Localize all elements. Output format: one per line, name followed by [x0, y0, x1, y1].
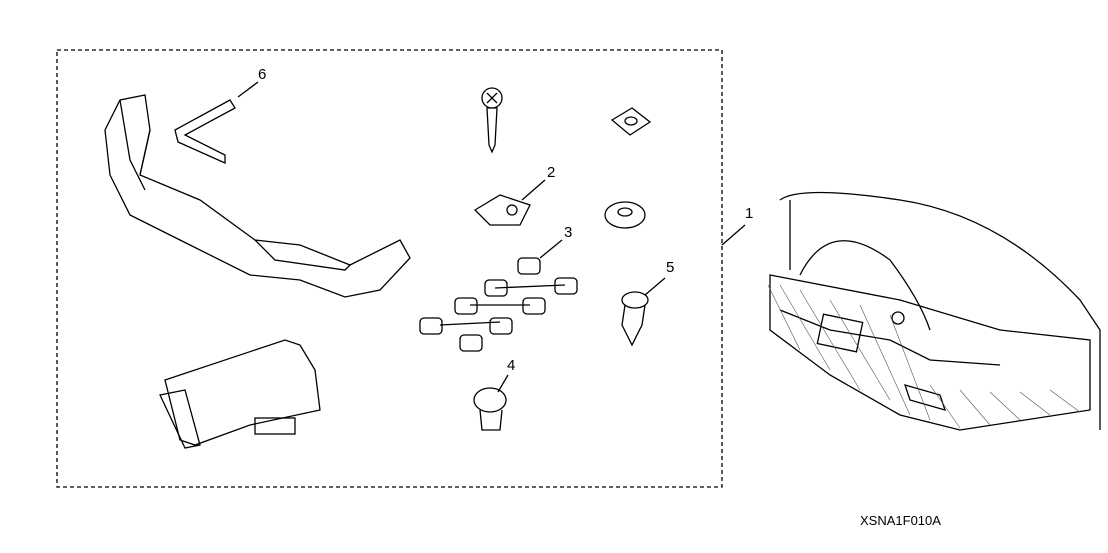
square-nut	[610, 107, 652, 136]
callout-6: 6	[258, 66, 267, 83]
front-spoiler	[104, 94, 411, 298]
callout-5: 5	[666, 259, 675, 276]
clip-strip	[419, 239, 578, 352]
washer	[604, 201, 646, 229]
under-cover	[159, 339, 321, 449]
push-clip	[621, 277, 666, 347]
bracket	[174, 81, 259, 165]
diagram-code: XSNA1F010A	[860, 513, 941, 528]
clip-nut	[473, 179, 546, 226]
callout-1: 1	[745, 205, 754, 222]
screw	[481, 87, 503, 154]
car-mesh-pattern	[767, 284, 1081, 429]
grommet	[473, 374, 509, 431]
kit-boundary	[56, 49, 723, 488]
callout-4: 4	[507, 357, 516, 374]
car-front	[769, 191, 1101, 431]
callout-3: 3	[564, 224, 573, 241]
callout-2: 2	[547, 164, 556, 181]
leader-line-1	[721, 224, 746, 246]
